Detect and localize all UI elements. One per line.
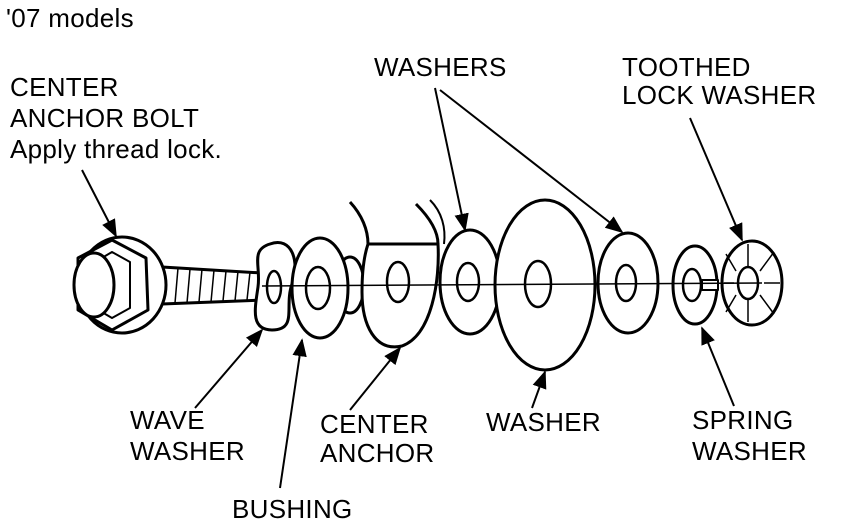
leader-washers-left <box>434 87 469 232</box>
leader-bushing <box>279 338 307 489</box>
label-toothed-lock-washer-line2: LOCK WASHER <box>622 80 817 110</box>
label-washers: WASHERS <box>374 52 507 82</box>
leader-toothed-lock-washer <box>689 117 743 242</box>
leader-washers-right <box>439 89 624 234</box>
label-center-anchor-bolt-line2: ANCHOR BOLT <box>10 103 200 133</box>
label-bushing: BUSHING <box>232 494 353 524</box>
model-note: '07 models <box>6 3 134 33</box>
label-wave-washer-line2: WASHER <box>130 436 245 466</box>
label-center-anchor-line1: CENTER <box>320 409 429 439</box>
label-wave-washer-line1: WAVE <box>130 405 205 435</box>
washer-part-1 <box>438 228 502 336</box>
label-spring-washer-line2: WASHER <box>692 436 807 466</box>
leader-wave-washer <box>194 328 264 409</box>
label-center-anchor-bolt-line1: CENTER <box>10 72 119 102</box>
leader-spring-washer <box>701 326 735 407</box>
leader-center-anchor-bolt <box>81 169 117 238</box>
label-spring-washer-line1: SPRING <box>692 405 794 435</box>
label-center-anchor-bolt-note: Apply thread lock. <box>10 134 223 164</box>
leader-center-anchor <box>349 346 402 411</box>
center-anchor-bolt-part <box>72 235 266 335</box>
label-center-anchor-line2: ANCHOR <box>320 438 435 468</box>
leader-washer <box>531 370 547 409</box>
spring-washer-part <box>671 244 719 326</box>
label-washer: WASHER <box>486 407 601 437</box>
assembly-axis-line <box>261 282 763 287</box>
bushing-part <box>290 236 366 340</box>
washer-part-2 <box>596 231 660 335</box>
center-anchor-part <box>348 199 446 349</box>
label-toothed-lock-washer-line1: TOOTHED <box>622 52 751 82</box>
